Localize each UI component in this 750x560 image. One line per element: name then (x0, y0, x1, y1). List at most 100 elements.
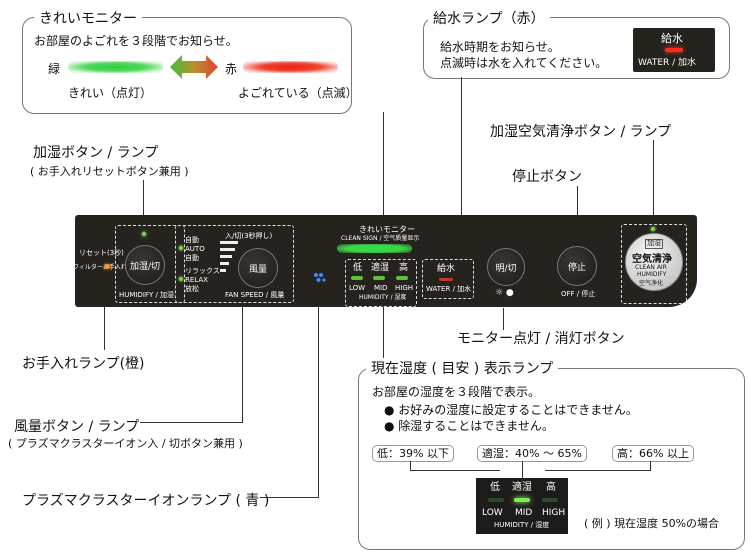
callout-stop-button: 停止ボタン (512, 169, 582, 185)
leader-fan-v (242, 300, 243, 422)
leader-ex-low (410, 461, 411, 471)
callout-humidify-clean-button: 加湿空気清浄ボタン / ランプ (490, 124, 672, 140)
leader-ex-low-h (410, 470, 500, 471)
leader-ex-high (650, 461, 651, 471)
water-indicator-en: WATER / 加水 (638, 58, 697, 68)
fan-group-outline (175, 225, 294, 303)
hum-low-lamp (351, 276, 363, 280)
clean-en1: CLEAN AIR (635, 264, 667, 271)
leader-plasma-v (318, 285, 319, 498)
mode-auto-jp2: 自動 (185, 254, 199, 262)
callout-fan-button: 風量ボタン / ランプ (14, 419, 140, 435)
leader-humidify (143, 180, 144, 226)
leader-ex-mid (522, 461, 523, 483)
panel-water-jp: 給水 (437, 264, 456, 274)
water-box-line1: 給水時期をお知らせ。 (440, 40, 560, 54)
stop-footer: OFF / 停止 (561, 290, 596, 298)
ex-mid-jp: 適湿 (512, 482, 532, 493)
fan-footer: FAN SPEED / 風量 (225, 291, 285, 299)
clean-lamp (651, 227, 655, 231)
control-panel: リセット(3秒) フィルターお手入れ 加湿/切 HUMIDIFY / 加湿 自動… (73, 215, 697, 307)
panel-water-lamp (439, 278, 453, 281)
leader-monitor (383, 112, 384, 228)
fan-level-bars (220, 241, 240, 289)
dirty-state-label: よごれている（点滅） (238, 86, 358, 100)
reset-label: リセット(3秒) (79, 249, 124, 257)
hum-low-jp: 低 (353, 263, 363, 273)
leader-fan-h (140, 422, 243, 423)
gradient-double-arrow (170, 55, 218, 79)
leader-humidity (383, 300, 384, 370)
care-label: フィルターお手入れ (73, 264, 127, 271)
water-indicator-jp: 給水 (661, 32, 683, 45)
humidify-group-outline (115, 225, 185, 303)
monitor-title: きれいモニター (359, 225, 415, 234)
panel-water-en: WATER / 加水 (426, 285, 472, 293)
humidity-box-bullet2: ● 除湿することはできません。 (384, 419, 554, 433)
humidity-box-bullet1: ● お好みの湿度に設定することはできません。 (384, 403, 638, 417)
hum-high: HIGH (395, 284, 414, 292)
monitor-sub: CLEAN SIGN / 空气质量显示 (341, 235, 420, 242)
stop-button-label: 停止 (567, 263, 586, 273)
ex-mid-lamp (514, 498, 530, 502)
red-glow-bar (243, 61, 338, 73)
monitor-light-button[interactable]: 明/切 (487, 248, 525, 286)
callout-fan-button-sub: ( プラズマクラスターイオン入 / 切ボタン兼用 ) (8, 437, 243, 450)
hum-mid: MID (374, 284, 388, 292)
clean-en2: HUMIDIFY (637, 271, 667, 278)
ex-low-lamp (488, 498, 504, 502)
humidity-box-title: 現在湿度 ( 目安 ) 表示ランプ (366, 358, 559, 378)
humidity-high-range: 高：66% 以上 (612, 445, 694, 462)
water-red-lamp (665, 48, 683, 52)
callout-humidify-button-sub: ( お手入れリセットボタン兼用 ) (30, 165, 189, 178)
humidify-footer: HUMIDIFY / 加湿 (119, 291, 175, 299)
ex-low: LOW (482, 508, 503, 518)
callout-plasma-lamp: プラズマクラスターイオンランプ ( 青 ) (22, 493, 270, 509)
monitor-light-button-label: 明/切 (495, 264, 517, 274)
monitor-box-description: お部屋のよごれを３段階でお知らせ。 (34, 34, 238, 48)
red-label: 赤 (225, 62, 238, 76)
leader-ex-high-h (545, 470, 651, 471)
hum-high-jp: 高 (399, 263, 409, 273)
water-indicator-sample: 給水 WATER / 加水 (633, 28, 715, 72)
hum-footer: HUMIDITY / 湿度 (359, 294, 407, 301)
ex-high-jp: 高 (546, 482, 556, 493)
humidify-button-label: 加湿/切 (129, 262, 161, 272)
humidify-lamp (142, 232, 146, 236)
fan-speed-button[interactable]: 風量 (238, 248, 278, 288)
water-group-outline (422, 259, 474, 299)
green-glow-bar (68, 61, 163, 73)
humidify-button[interactable]: 加湿/切 (125, 245, 165, 285)
clean-group-outline (621, 224, 687, 304)
callout-humidify-button: 加湿ボタン / ランプ (33, 145, 159, 161)
leader-water (461, 77, 462, 258)
ex-low-jp: 低 (490, 482, 500, 493)
plasma-lamp (313, 269, 327, 282)
stop-button[interactable]: 停止 (557, 246, 597, 286)
humidify-clean-button[interactable]: 加湿 空気清浄 CLEAN AIR HUMIDIFY 空气净化 (625, 233, 683, 291)
hum-high-lamp (396, 276, 408, 280)
ion-label: 入/切(3秒押し) (225, 232, 273, 240)
fan-speed-button-label: 風量 (248, 265, 267, 275)
monitor-box-title: きれいモニター (34, 8, 142, 28)
hum-mid-lamp (373, 276, 385, 280)
humidity-example-note: ( 例 ) 現在湿度 50%の場合 (584, 517, 720, 530)
callout-monitor-light-button: モニター点灯 / 消灯ボタン (457, 331, 625, 347)
ex-mid: MID (515, 508, 533, 518)
mode-relax-jp: リラックス (185, 267, 220, 275)
mode-relax-jp2: 放松 (185, 285, 199, 293)
humidity-example-panel: 低 適湿 高 LOW MID HIGH HUMIDITY / 湿度 (476, 478, 568, 534)
ex-footer: HUMIDITY / 湿度 (494, 521, 550, 529)
hum-low: LOW (349, 284, 366, 292)
sun-moon-icon: ☼ ● (495, 288, 514, 298)
care-lamp (105, 264, 110, 269)
clean-tag: 加湿 (645, 239, 663, 249)
auto-lamp (179, 246, 183, 250)
mode-auto-jp: 自動 (185, 236, 199, 244)
leader-plasma-h (260, 497, 319, 498)
clean-cn: 空气净化 (639, 280, 664, 287)
ex-high: HIGH (542, 508, 566, 518)
leader-humidify-clean (653, 140, 654, 228)
mode-auto: AUTO (185, 245, 205, 253)
humidity-box-line1: お部屋の湿度を３段階で表示。 (372, 385, 541, 399)
